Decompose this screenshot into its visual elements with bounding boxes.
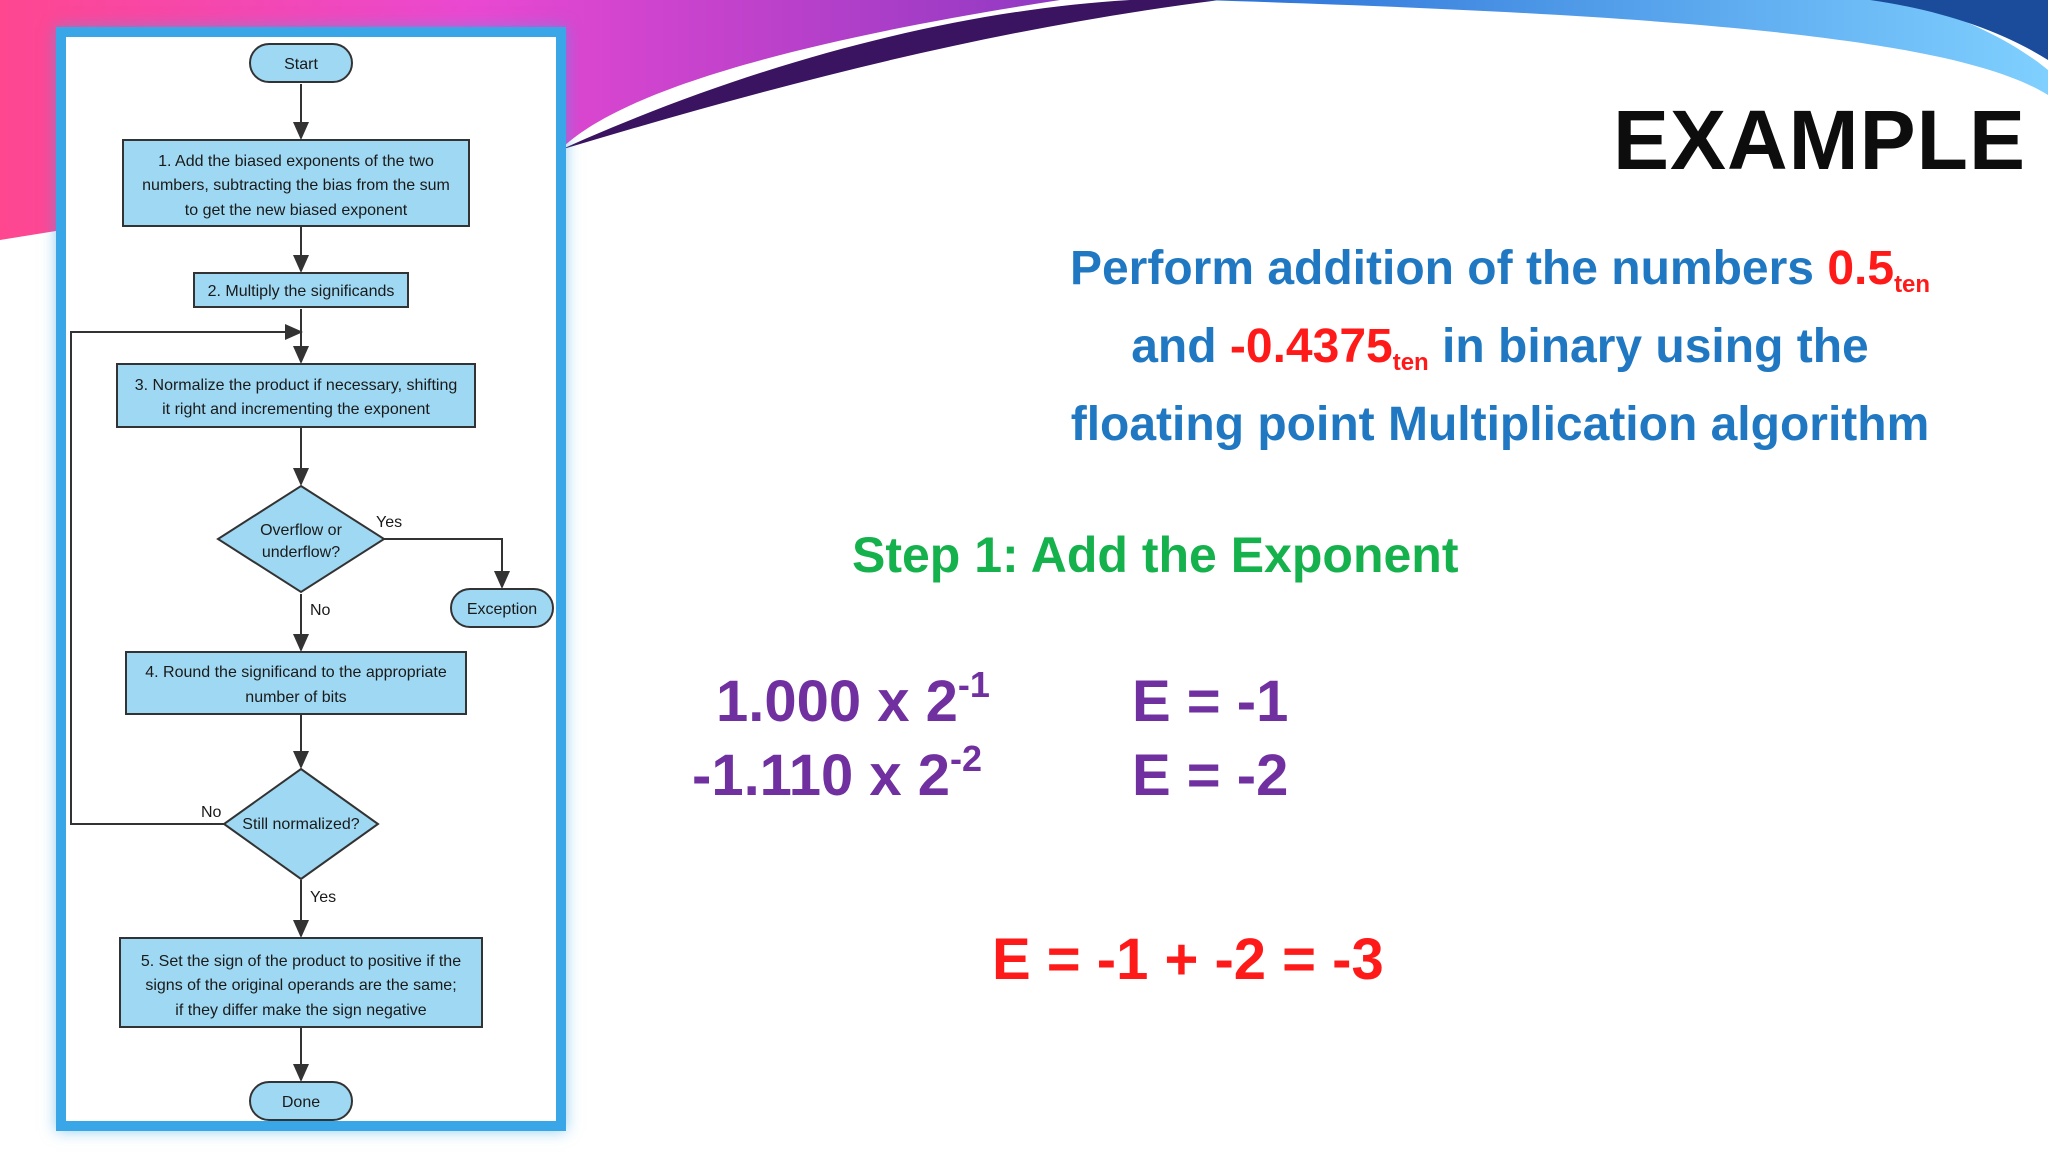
- mantissa-1: 1.000 x 2: [716, 669, 958, 734]
- step4-line2: number of bits: [245, 689, 346, 706]
- step5-line3: if they differ make the sign negative: [175, 1002, 427, 1019]
- step1-line2: numbers, subtracting the bias from the s…: [142, 177, 450, 194]
- problem-text-1: Perform addition of the numbers: [1069, 242, 1828, 295]
- step2-box: [193, 272, 409, 308]
- number-0-5: 0.5: [1827, 242, 1895, 295]
- yes1-label: Yes: [376, 514, 402, 531]
- yes2-label: Yes: [310, 889, 336, 906]
- exception-label: Exception: [467, 601, 537, 618]
- mantissa-2: -1.110 x 2: [692, 743, 950, 808]
- step1-line3: to get the new biased exponent: [185, 202, 408, 219]
- step5-line2: signs of the original operands are the s…: [145, 977, 456, 994]
- problem-statement: Perform addition of the numbers 0.5ten a…: [1010, 238, 1990, 456]
- flowchart-diagram: Start 1. Add the biased exponents of the…: [70, 43, 554, 1121]
- done-terminal: [249, 1081, 353, 1121]
- start-label: Start: [284, 56, 318, 73]
- step1-box: [122, 139, 470, 227]
- blue-swoosh: [1200, 0, 2048, 95]
- step4-box: [125, 651, 467, 715]
- problem-text-2: and: [1131, 320, 1230, 373]
- blue-swoosh-tip: [1870, 0, 2048, 60]
- step3-line1: 3. Normalize the product if necessary, s…: [135, 377, 458, 394]
- edge-decision1-exception: [384, 538, 510, 589]
- exponent-value-1: E = -1: [1132, 669, 1289, 734]
- exponent-sum-result: E = -1 + -2 = -3: [992, 927, 1384, 992]
- step3-box: [116, 363, 476, 428]
- no1-label: No: [310, 602, 331, 619]
- mantissa-row-1: 1.000 x 2-1: [716, 667, 990, 735]
- start-terminal: [249, 43, 353, 83]
- decision2-label: Still normalized?: [242, 816, 359, 833]
- subscript-ten-2: ten: [1392, 349, 1429, 376]
- step1-line1: 1. Add the biased exponents of the two: [158, 153, 434, 170]
- exponent-value-2: E = -2: [1132, 743, 1289, 808]
- step5-line1: 5. Set the sign of the product to positi…: [141, 953, 461, 970]
- edge-decision2-loop: [70, 324, 303, 825]
- step2-label: 2. Multiply the significands: [208, 283, 395, 300]
- decision2-diamond: [222, 767, 380, 881]
- subscript-ten-1: ten: [1894, 271, 1931, 298]
- exponent-2: -2: [950, 738, 983, 779]
- exception-terminal: [450, 588, 554, 628]
- exponent-1: -1: [957, 664, 990, 705]
- mantissa-row-2: -1.110 x 2-2: [692, 741, 982, 809]
- problem-text-3: in binary using the: [1428, 320, 1869, 373]
- step3-line2: it right and incrementing the exponent: [162, 401, 430, 418]
- no2-label: No: [201, 804, 222, 821]
- decision1-line1: Overflow or: [260, 522, 342, 539]
- step-heading: Step 1: Add the Exponent: [852, 527, 1459, 583]
- step4-line1: 4. Round the significand to the appropri…: [145, 664, 447, 681]
- done-label: Done: [282, 1094, 320, 1111]
- flowchart-panel: Start 1. Add the biased exponents of the…: [56, 27, 566, 1131]
- problem-text-4: floating point Multiplication algorithm: [1070, 398, 1930, 451]
- step5-box: [119, 937, 483, 1028]
- decision1-diamond: [216, 484, 386, 594]
- decision1-line2: underflow?: [262, 544, 340, 561]
- number-neg-0-4375: -0.4375: [1229, 320, 1393, 373]
- slide-title: EXAMPLE: [1612, 93, 2026, 187]
